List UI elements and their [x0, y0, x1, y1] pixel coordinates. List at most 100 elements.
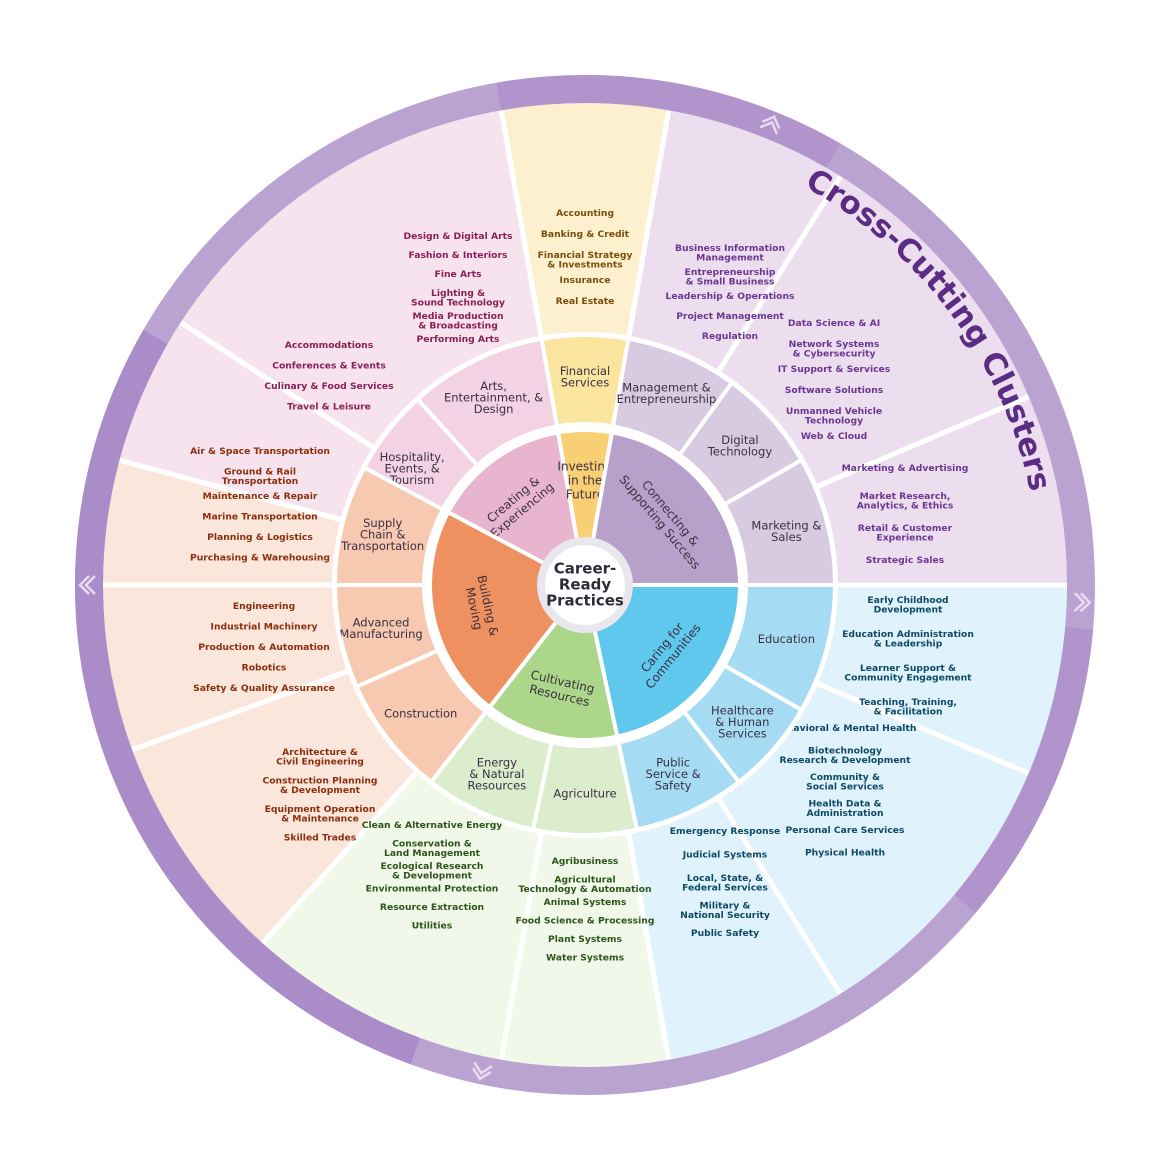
- subcategory-behavioral-and-mental-health: Behavioral & Mental Health: [774, 723, 917, 734]
- subcategory-line: Planning & Logistics: [207, 532, 313, 543]
- subcategory-line: Retail & Customer: [858, 523, 953, 534]
- cluster-label-financial-services-line: Services: [561, 375, 610, 389]
- chevron-right-icon-shape: [759, 115, 781, 135]
- sector-divider: [118, 457, 345, 523]
- cluster-label-public-service-and-safety-line: Public: [656, 755, 690, 769]
- chevron-up-icon: [78, 575, 96, 595]
- subcategory-network-systems-and-cybersecurity: Network Systems& Cybersecurity: [789, 339, 880, 360]
- cluster-label-construction: Construction: [384, 706, 457, 720]
- subcategory-line: Air & Space Transportation: [190, 446, 330, 457]
- cluster-label-supply-chain-and-transportation-line: Chain &: [360, 528, 406, 542]
- cluster-band-advanced-manufacturing: [103, 585, 351, 750]
- cluster-label-digital-technology-line: Technology: [707, 444, 773, 458]
- outer-sector-layer: [103, 103, 1067, 1068]
- subcategory-line: Software Solutions: [785, 385, 884, 396]
- subcategory-line: Leadership & Operations: [666, 291, 796, 302]
- group-label-investing-in-the-future-line: Investing: [557, 459, 612, 473]
- subcategory-media-production-and-broadcasting: Media Production& Broadcasting: [412, 311, 503, 332]
- subcategory-line: Real Estate: [556, 296, 615, 307]
- subcategory-line: Agribusiness: [552, 856, 619, 867]
- subcategory-line: Community &: [810, 772, 880, 783]
- subcategory-line: Emergency Response: [670, 826, 781, 837]
- cluster-label-healthcare-and-human-services-line: & Human: [715, 715, 769, 729]
- cluster-label-financial-services-line: Financial: [560, 364, 610, 378]
- subcategory-line: Fashion & Interiors: [409, 250, 508, 261]
- group-label-investing-in-the-future-line: in the: [568, 473, 602, 487]
- subcategory-line: Conservation &: [392, 839, 472, 850]
- subcategory-line: Construction Planning: [263, 776, 378, 787]
- subcategory-line: Engineering: [233, 601, 295, 612]
- subcategory-software-solutions: Software Solutions: [785, 385, 884, 396]
- frame-ring-shade: [74, 330, 421, 1065]
- cluster-label-advanced-manufacturing-line: Advanced: [353, 616, 410, 630]
- cluster-label-education-line: Education: [758, 632, 815, 646]
- subcategory-line: Management: [696, 253, 764, 264]
- subcategory-community-and-social-services: Community &Social Services: [806, 772, 884, 793]
- outer-frame-ring: [74, 74, 1095, 1095]
- chevron-down-icon-shape: [1073, 592, 1092, 613]
- cluster-band-hospitality-events-and-tourism: [119, 322, 376, 521]
- subcategory-accommodations: Accommodations: [285, 340, 374, 351]
- cluster-label-management-and-entrepreneurship-line: Management &: [622, 380, 710, 394]
- cluster-label-healthcare-and-human-services-line: Services: [718, 726, 767, 740]
- subcategory-line: Federal Services: [682, 883, 768, 894]
- subcategory-line: & Development: [280, 785, 361, 796]
- subcategory-line: Industrial Machinery: [211, 622, 318, 633]
- subcategory-line: Biotechnology: [808, 746, 882, 757]
- subcategory-line: & Broadcasting: [418, 321, 498, 332]
- subcategory-line: Unmanned Vehicle: [786, 406, 882, 417]
- subcategory-line: Health Data &: [808, 799, 881, 810]
- subcategory-it-support-and-services: IT Support & Services: [778, 364, 891, 375]
- cluster-label-advanced-manufacturing-line: Manufacturing: [339, 627, 422, 641]
- sector-divider: [715, 795, 843, 996]
- subcategory-line: Banking & Credit: [541, 229, 630, 240]
- subcategory-banking-and-credit: Banking & Credit: [541, 229, 630, 240]
- subcategory-public-safety: Public Safety: [691, 928, 759, 939]
- subcategory-entrepreneurship-and-small-business: Entrepreneurship& Small Business: [685, 267, 776, 288]
- cluster-label-construction-line: Construction: [384, 706, 457, 720]
- cluster-label-supply-chain-and-transportation-line: Supply: [363, 516, 402, 530]
- cluster-band-public-service-and-safety: [628, 797, 841, 1060]
- subcategory-line: Civil Engineering: [276, 757, 364, 768]
- subcategory-construction-planning-and-development: Construction Planning& Development: [263, 776, 378, 797]
- chevron-left-icon-shape: [472, 1061, 493, 1081]
- subcategory-line: Social Services: [806, 782, 884, 793]
- subcategory-line: Maintenance & Repair: [203, 491, 318, 502]
- cluster-label-public-service-and-safety-line: Safety: [655, 778, 692, 792]
- subcategory-line: Conferences & Events: [272, 361, 386, 372]
- subcategory-line: Architecture &: [282, 747, 358, 758]
- sector-divider: [814, 680, 1030, 776]
- subcategory-line: Experience: [876, 533, 933, 544]
- cluster-label-arts-entertainment-and-design-line: Design: [474, 402, 514, 416]
- subcategory-project-management: Project Management: [676, 311, 784, 322]
- subcategory-market-research-analytics-and-ethics: Market Research,Analytics, & Ethics: [857, 491, 954, 512]
- center-label-line: Ready: [559, 576, 612, 594]
- subcategory-line: Fine Arts: [435, 269, 482, 280]
- cluster-label-arts-entertainment-and-design-line: Entertainment, &: [444, 391, 543, 405]
- subcategory-line: Technology: [805, 416, 863, 427]
- cluster-band-management-and-entrepreneurship: [628, 110, 841, 373]
- subcategory-maintenance-and-repair: Maintenance & Repair: [203, 491, 318, 502]
- subcategory-line: & Investments: [547, 260, 623, 271]
- subcategory-line: Business Information: [675, 243, 785, 254]
- subcategory-line: National Security: [680, 910, 770, 921]
- subcategory-safety-and-quality-assurance: Safety & Quality Assurance: [193, 683, 335, 694]
- subcategory-line: & Cybersecurity: [792, 349, 875, 360]
- subcategory-fashion-and-interiors: Fashion & Interiors: [409, 250, 508, 261]
- subcategory-physical-health: Physical Health: [805, 848, 885, 859]
- subcategory-education-administration-and-leadership: Education Administration& Leadership: [842, 629, 974, 650]
- sector-divider: [814, 394, 1030, 490]
- subcategory-ecological-research-and-development: Ecological Research& Development: [381, 861, 484, 882]
- frame-ring-shade: [496, 74, 840, 168]
- subcategory-line: Accommodations: [285, 340, 374, 351]
- subcategory-line: Plant Systems: [548, 934, 622, 945]
- subcategory-engineering: Engineering: [233, 601, 295, 612]
- cluster-label-management-and-entrepreneurship-line: Entrepreneurship: [617, 392, 717, 406]
